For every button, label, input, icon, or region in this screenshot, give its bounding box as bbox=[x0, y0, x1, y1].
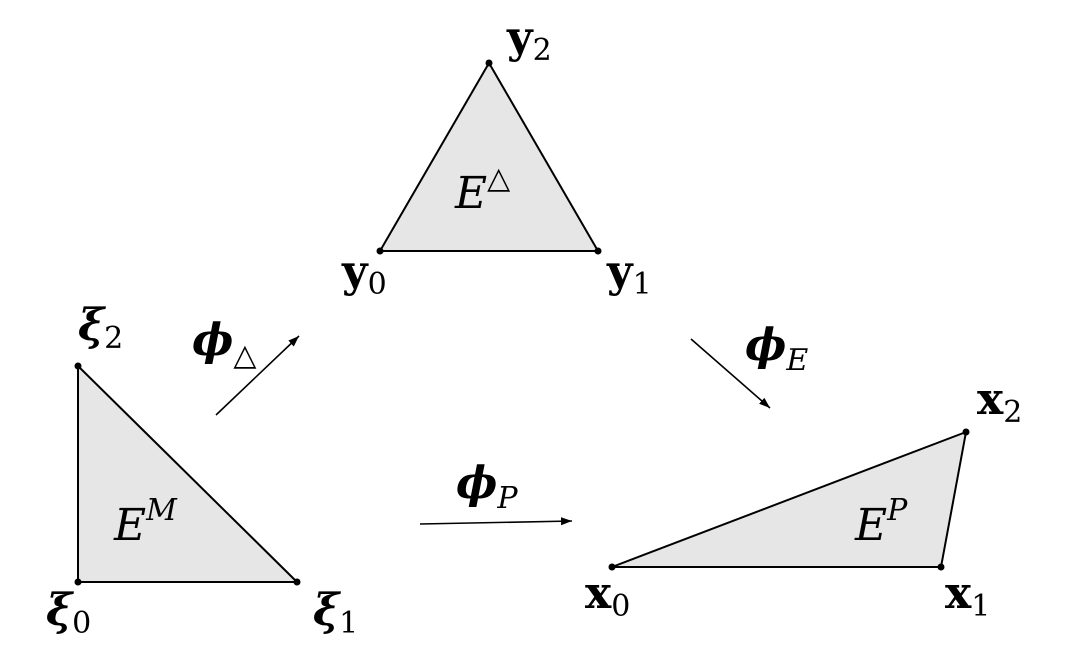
label-y2: y2 bbox=[506, 12, 552, 68]
label-y0: y0 bbox=[341, 246, 387, 302]
label-xi2: ξ2 bbox=[78, 300, 123, 356]
triangle-reference-right: EM bbox=[74, 362, 301, 586]
arrow-phi-e bbox=[690, 338, 771, 409]
label-x0: x0 bbox=[585, 568, 630, 624]
vertex-x1 bbox=[937, 563, 945, 571]
label-e-m: EM bbox=[113, 493, 178, 551]
label-e-triangle: E△ bbox=[454, 161, 510, 219]
label-x2: x2 bbox=[977, 374, 1022, 430]
vertex-x2 bbox=[962, 428, 970, 436]
vertex-y0 bbox=[376, 247, 384, 255]
label-y1: y1 bbox=[606, 246, 652, 302]
label-phi-triangle: ϕ△ bbox=[192, 315, 257, 373]
label-x1: x1 bbox=[945, 568, 990, 624]
vertex-xi0 bbox=[74, 578, 82, 586]
vertex-xi2 bbox=[74, 362, 82, 370]
vertex-y2 bbox=[485, 59, 493, 67]
label-xi1: ξ1 bbox=[313, 585, 358, 641]
vertex-y1 bbox=[594, 247, 602, 255]
label-phi-e: ϕE bbox=[745, 320, 808, 378]
arrow-phi-triangle bbox=[215, 335, 300, 416]
triangle-physical: EP bbox=[608, 428, 970, 571]
arrow-phi-p bbox=[419, 517, 573, 526]
triangle-reference-equilateral: E△ bbox=[376, 59, 602, 255]
label-xi0: ξ0 bbox=[46, 585, 91, 641]
vertex-xi1 bbox=[293, 578, 301, 586]
vertex-x0 bbox=[608, 563, 616, 571]
label-e-p: EP bbox=[854, 493, 908, 551]
label-phi-p: ϕP bbox=[456, 458, 518, 516]
